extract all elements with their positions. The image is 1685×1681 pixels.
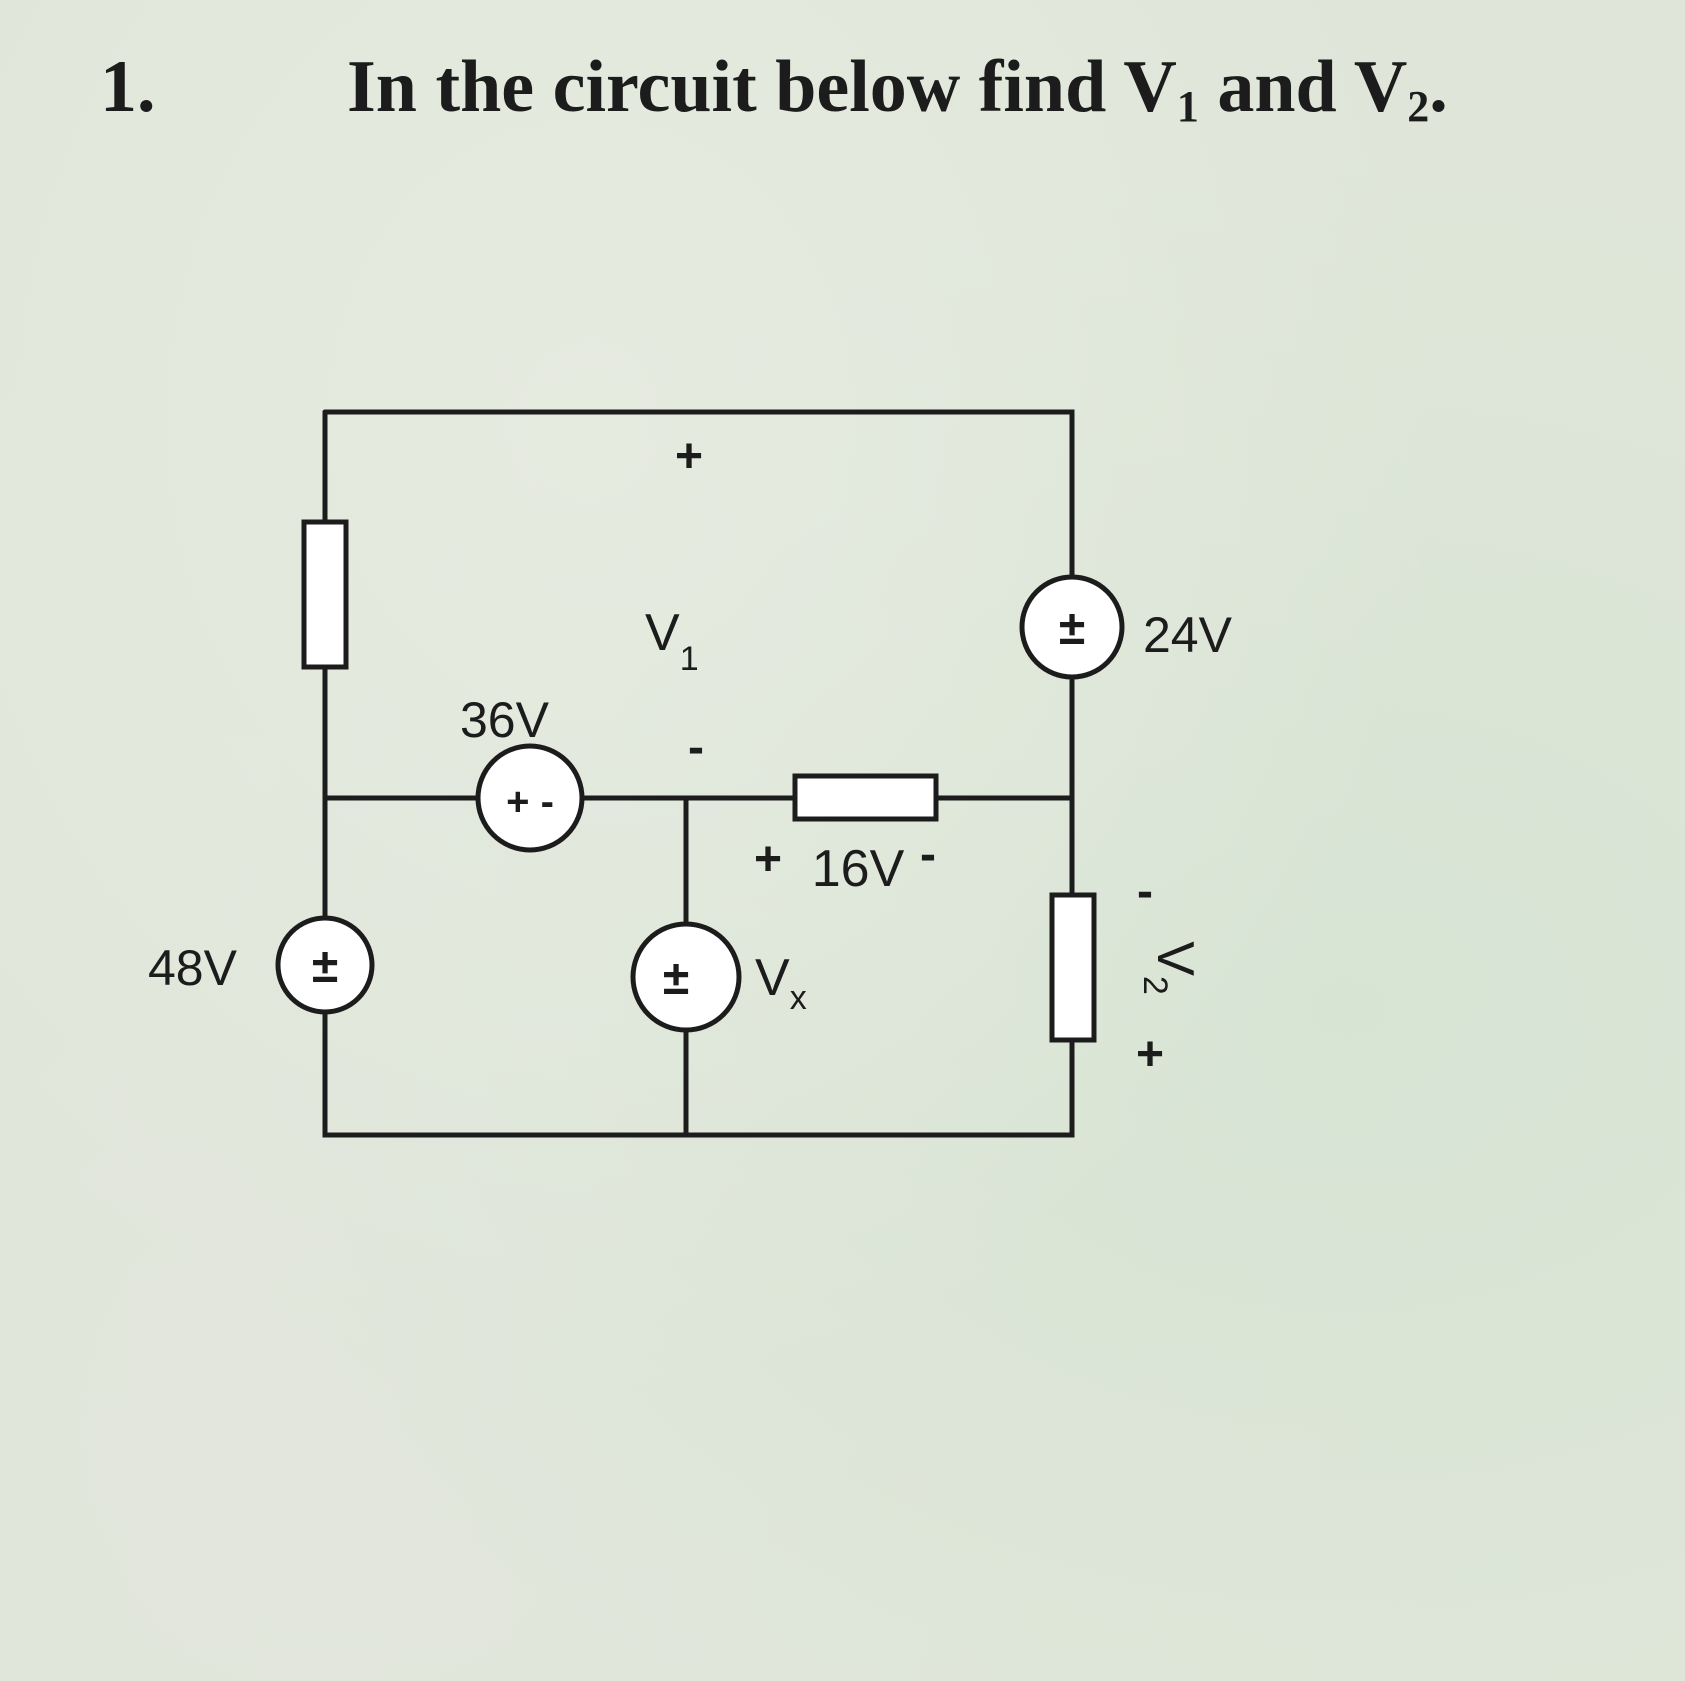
- v1-label-sub: 1: [680, 640, 699, 678]
- v1-symbol-base: V: [1123, 46, 1177, 128]
- problem-number: 1.: [100, 46, 156, 128]
- vx-label-base: V: [755, 949, 790, 1007]
- v2-symbol-sub: 2: [1407, 82, 1430, 131]
- source-24v-label: 24V: [1143, 607, 1233, 663]
- resistor-16v-plus: +: [754, 833, 782, 886]
- problem-statement: In the circuit below find V1 and V2.: [347, 50, 1448, 129]
- resistor-v2: [1049, 892, 1097, 1043]
- v2-label: V2: [1136, 941, 1204, 995]
- v1-minus: -: [688, 721, 704, 774]
- source-vx-symbol: ±: [663, 952, 689, 1005]
- v2-plus: +: [1136, 1028, 1164, 1081]
- source-48v-label: 48V: [148, 940, 238, 996]
- resistor-16v-minus: -: [920, 828, 936, 881]
- wire-top: [322, 409, 1075, 580]
- v1-label-base: V: [645, 604, 680, 662]
- v2-symbol-base: V: [1353, 46, 1408, 128]
- v1-label: V1: [645, 604, 699, 678]
- resistor-16v-label: 16V: [812, 840, 905, 898]
- source-48v-symbol: ±: [312, 940, 338, 993]
- v2-minus: -: [1137, 865, 1153, 918]
- source-vx-label: Vx: [755, 949, 807, 1017]
- source-48v: [275, 915, 375, 1015]
- source-24v-symbol: ±: [1059, 602, 1085, 655]
- source-24v: [1019, 574, 1125, 680]
- problem-text-before: In the circuit below find: [347, 46, 1124, 128]
- v1-symbol-sub: 1: [1176, 82, 1199, 131]
- problem-text-middle: and: [1198, 46, 1354, 128]
- resistor-left: [301, 519, 349, 670]
- v2-label-base: V: [1146, 941, 1204, 976]
- resistor-16v: [792, 773, 939, 822]
- source-36v-symbol: + -: [506, 780, 554, 824]
- source-vx: [630, 921, 742, 1033]
- wire-left-lower: [322, 1007, 1075, 1138]
- source-36v: [475, 743, 585, 853]
- problem-text-end: .: [1429, 46, 1448, 128]
- vx-label-sub: x: [790, 979, 807, 1017]
- v1-plus: +: [675, 430, 703, 483]
- source-36v-label: 36V: [460, 692, 550, 748]
- v2-label-sub: 2: [1136, 976, 1174, 995]
